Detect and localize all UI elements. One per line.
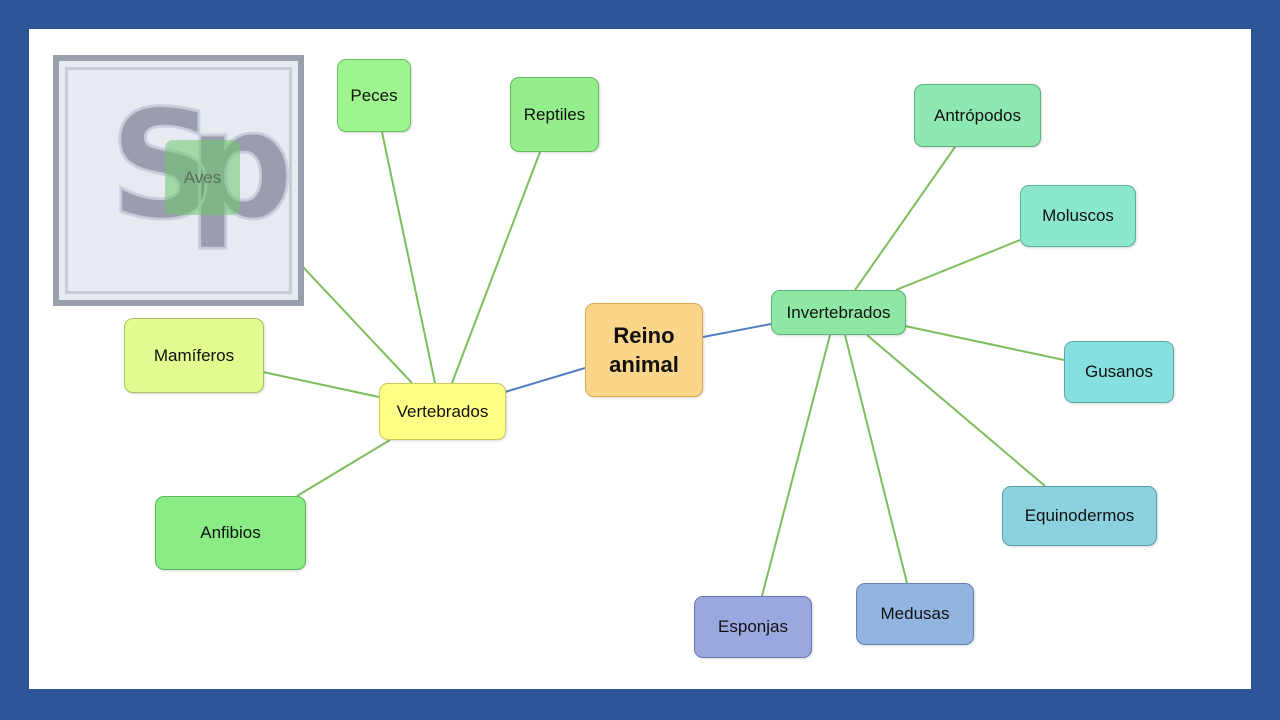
logo-inner-frame: [65, 67, 292, 294]
node-gusanos[interactable]: Gusanos: [1064, 341, 1174, 403]
link-vert-reptiles: [451, 151, 541, 384]
node-reino-animal-line2: animal: [609, 352, 679, 377]
link-invert-gusanos: [904, 325, 1065, 361]
node-antropodos[interactable]: Antrópodos: [914, 84, 1041, 147]
node-equinodermos[interactable]: Equinodermos: [1002, 486, 1157, 546]
node-aves[interactable]: Aves: [165, 140, 240, 215]
node-reptiles[interactable]: Reptiles: [510, 77, 599, 152]
link-vert-anfibios: [296, 439, 391, 497]
link-invert-moluscos: [895, 239, 1021, 291]
link-invert-esponjas: [761, 334, 831, 597]
node-esponjas[interactable]: Esponjas: [694, 596, 812, 658]
link-invert-equinodermos: [866, 334, 1046, 487]
node-reino-animal[interactable]: Reino animal: [585, 303, 703, 397]
node-medusas[interactable]: Medusas: [856, 583, 974, 645]
link-center-invertebrados: [702, 323, 772, 338]
node-invertebrados[interactable]: Invertebrados: [771, 290, 906, 335]
node-moluscos[interactable]: Moluscos: [1020, 185, 1136, 247]
link-vert-mamiferos: [262, 371, 380, 398]
link-vert-peces: [381, 131, 436, 384]
node-anfibios[interactable]: Anfibios: [155, 496, 306, 570]
node-reino-animal-line1: Reino: [613, 323, 675, 348]
link-invert-antropodos: [854, 146, 956, 291]
link-invert-medusas: [844, 334, 908, 584]
link-center-vertebrados: [504, 367, 586, 393]
node-mamiferos[interactable]: Mamíferos: [124, 318, 264, 393]
node-peces[interactable]: Peces: [337, 59, 411, 132]
node-vertebrados[interactable]: Vertebrados: [379, 383, 506, 440]
